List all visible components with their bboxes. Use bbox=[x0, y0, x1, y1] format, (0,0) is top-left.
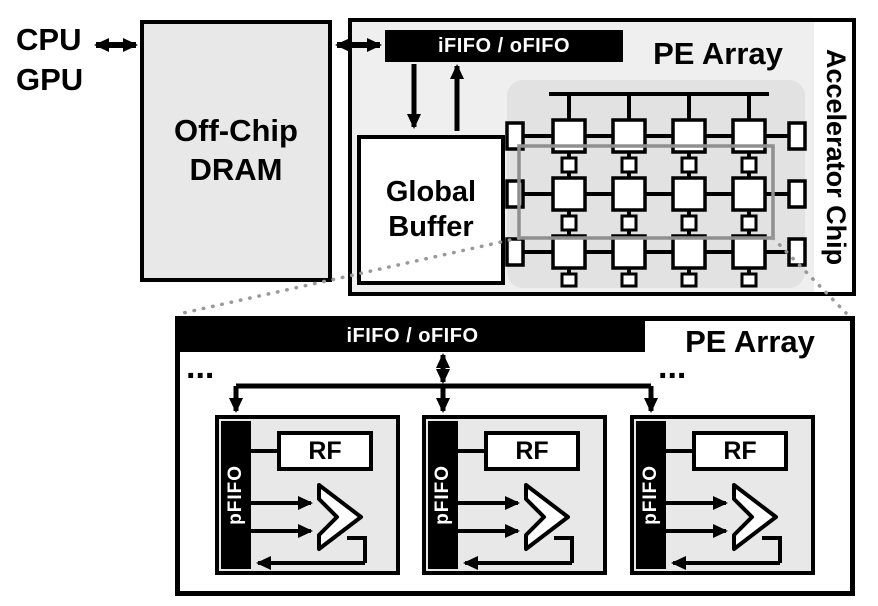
pfifo-label: pFIFO bbox=[432, 465, 453, 525]
detail-fifo-bar-label: iFIFO / oFIFO bbox=[346, 325, 479, 347]
cpu-gpu-label: CPU GPU bbox=[16, 20, 83, 100]
pfifo-bar: pFIFO bbox=[428, 421, 458, 569]
cpu-label: CPU bbox=[16, 22, 82, 57]
accelerator-chip-side-label: Accelerator Chip bbox=[821, 48, 851, 266]
global-buffer-box: Global Buffer bbox=[357, 135, 505, 285]
pfifo-bar: pFIFO bbox=[221, 421, 251, 569]
rf-box: RF bbox=[692, 431, 788, 471]
pe-array-mesh-cells bbox=[505, 118, 807, 270]
ellipsis-left: ... bbox=[186, 348, 215, 386]
dram-label-line2: DRAM bbox=[189, 152, 283, 187]
chip-pe-array-label: PE Array bbox=[653, 36, 783, 71]
global-buffer-line1: Global bbox=[385, 176, 477, 209]
pfifo-label: pFIFO bbox=[225, 465, 246, 525]
dram-label-line1: Off-Chip bbox=[174, 113, 298, 149]
detail-fifo-bar: iFIFO / oFIFO bbox=[180, 321, 645, 352]
chip-fifo-bar: iFIFO / oFIFO bbox=[385, 30, 623, 62]
chip-fifo-bar-label: iFIFO / oFIFO bbox=[437, 34, 571, 57]
pfifo-bar: pFIFO bbox=[636, 421, 666, 569]
gpu-label: GPU bbox=[16, 62, 84, 97]
detail-pe-array-label: PE Array bbox=[685, 324, 815, 359]
rf-box: RF bbox=[484, 431, 580, 471]
dram-box: Off-Chip DRAM bbox=[140, 20, 332, 282]
rf-box: RF bbox=[277, 431, 373, 471]
ellipsis-right: ... bbox=[658, 348, 687, 386]
pe-array-mesh bbox=[505, 80, 807, 288]
pfifo-label: pFIFO bbox=[640, 465, 661, 525]
zoom-highlight-rect bbox=[517, 144, 775, 240]
pe-array-mesh-links bbox=[560, 156, 758, 288]
global-buffer-line2: Buffer bbox=[388, 211, 474, 243]
